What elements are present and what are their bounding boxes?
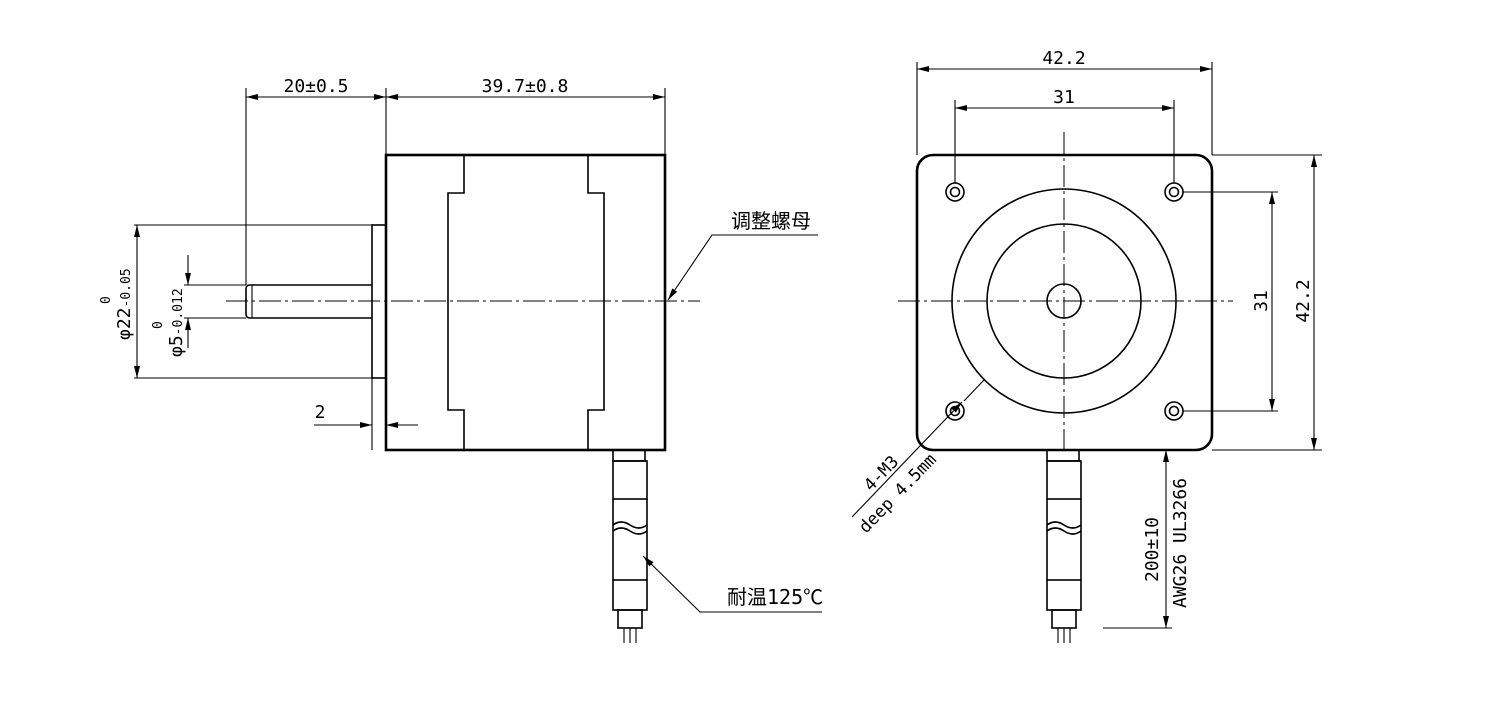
dim-shaft-dia: φ5-0.012 [166, 288, 187, 357]
label-nut: 调整螺母 [731, 209, 811, 233]
dim-shaft-tol-upper: 0 [151, 321, 166, 329]
dim-shaft-length: 20±0.5 [283, 76, 348, 97]
front-cable [1046, 449, 1082, 643]
side-cable [612, 449, 648, 643]
dim-flange: 2 [315, 402, 326, 423]
side-view: 20±0.5 39.7±0.8 φ22-0.05 0 φ5-0.012 0 2 … [99, 76, 823, 643]
nut-leader [667, 234, 818, 301]
dim-height-outer: 42.2 [1293, 279, 1314, 322]
holes-leader [851, 401, 963, 518]
side-motor-body [384, 153, 667, 452]
temp-leader [642, 555, 822, 613]
dim-width-holes: 31 [1053, 87, 1075, 108]
dim-boss-tol-upper: 0 [99, 296, 114, 304]
dim-height-holes: 31 [1251, 290, 1272, 312]
label-temp: 耐温125℃ [727, 585, 823, 609]
dim-body-length: 39.7±0.8 [482, 76, 569, 97]
label-lead-length: 200±10 [1142, 517, 1163, 582]
front-view: 42.2 31 31 42.2 4-M3 deep 4.5mm 200±10 A… [851, 48, 1322, 643]
label-wire: AWG26 UL3266 [1170, 478, 1191, 608]
dim-boss-dia: φ22-0.05 [114, 268, 135, 340]
side-stator-outline [447, 155, 605, 450]
dim-width-outer: 42.2 [1042, 48, 1085, 69]
